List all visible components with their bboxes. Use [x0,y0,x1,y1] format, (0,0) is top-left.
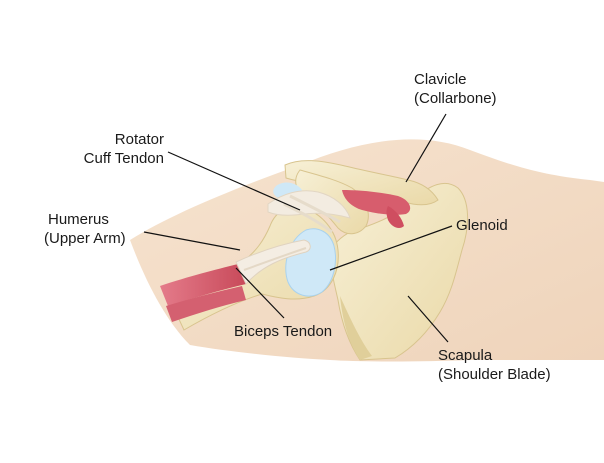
supraspinatus-muscle [342,190,411,215]
rotator-cuff-label: Rotator Cuff Tendon [60,130,164,168]
biceps-leader [235,267,285,319]
biceps-muscle-lower [166,286,246,322]
humerus-label: Humerus (Upper Arm) [44,210,126,248]
rotator-cuff-label-line2: Cuff Tendon [83,150,164,167]
tendon-strand [289,194,341,224]
biceps-tendon [235,239,311,285]
scapula-leader [407,295,449,343]
humerus-label-line1: Humerus [48,211,109,228]
glenoid-leader [329,225,453,271]
leader-lines [143,113,453,343]
muscle-insertion [386,206,404,228]
scapula-label-line2: (Shoulder Blade) [438,366,551,383]
clavicle-label-line1: Clavicle [414,71,467,88]
biceps-tendon-label: Biceps Tendon [234,322,332,341]
scapula-label: Scapula (Shoulder Blade) [438,346,551,384]
rotator-cuff-leader [167,151,301,211]
biceps-tendon-label-line1: Biceps Tendon [234,323,333,340]
scapula-label-line1: Scapula [438,347,493,364]
rotator-cuff-label-line1: Rotator [114,131,164,148]
glenoid-label-line1: Glenoid [456,217,508,234]
clavicle-label: Clavicle (Collarbone) [414,70,497,108]
clavicle-label-line2: (Collarbone) [414,90,497,107]
glenoid-label: Glenoid [456,216,508,235]
biceps-tendon-strand [243,247,307,271]
scapula-shadow [340,296,372,360]
humerus-label-line2: (Upper Arm) [44,230,126,247]
tendon-strand [283,202,333,234]
clavicle-leader [405,113,447,183]
biceps-muscle [160,264,246,306]
humerus-leader [143,231,241,251]
